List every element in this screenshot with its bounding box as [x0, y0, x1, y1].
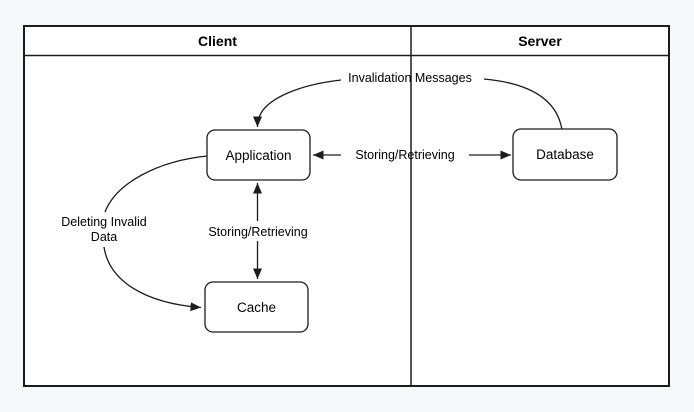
edge-invalidation-right-segment [483, 78, 563, 131]
container-table [23, 25, 670, 387]
node-cache-box [204, 281, 309, 333]
edge-deleting-bottom-segment [103, 246, 202, 312]
node-database-box [512, 128, 618, 181]
edge-deleting-top-segment [104, 155, 208, 213]
edge-invalidation-left-segment [253, 79, 342, 128]
node-application-box [206, 129, 311, 181]
